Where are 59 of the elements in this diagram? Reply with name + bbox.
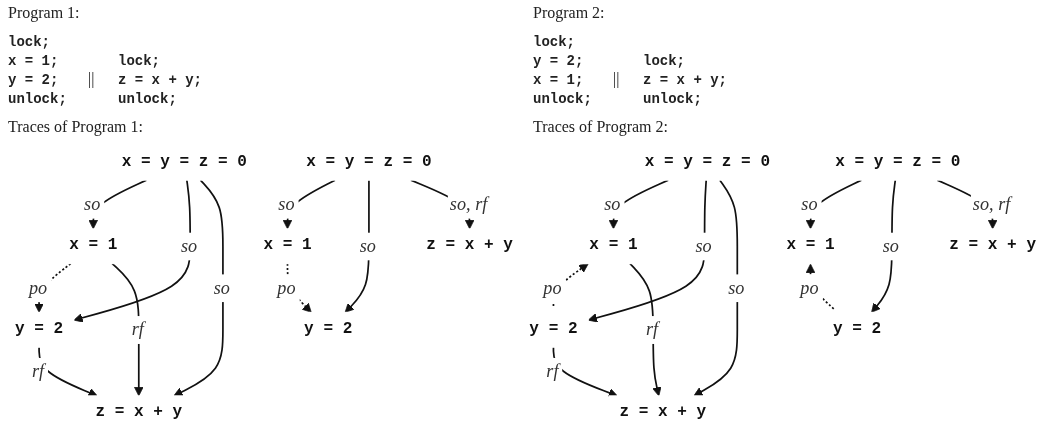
- node-text: z = x + y: [426, 236, 513, 255]
- edge-label: po: [28, 277, 48, 298]
- code-line: lock;: [643, 53, 685, 69]
- arrow: [552, 263, 589, 309]
- program-heading: Program 1:: [8, 4, 80, 22]
- code-line: x = 1;: [533, 72, 584, 88]
- program-heading: Program 2:: [533, 4, 605, 22]
- node-text: x = y = z = 0: [835, 152, 961, 172]
- edge-label: so: [84, 194, 101, 215]
- edge-label: rf: [31, 361, 45, 382]
- code-line: lock;: [533, 34, 575, 50]
- edge-label: so: [359, 235, 376, 257]
- node-text: z = x + y: [619, 403, 707, 422]
- code-line: lock;: [118, 53, 160, 69]
- node-text: y = 2: [304, 319, 353, 339]
- section-heading: Traces of Program 1:: [8, 118, 143, 136]
- code-line: unlock;: [643, 91, 702, 107]
- edge-label: so, rf: [449, 194, 488, 215]
- parallel-operator: ||: [613, 70, 620, 88]
- edge-label: so: [213, 277, 230, 298]
- edge-label: so, rf: [972, 194, 1011, 215]
- node-text: y = 2: [529, 319, 578, 339]
- edge-label: rf: [131, 319, 144, 340]
- node-text: z = x + y: [95, 403, 183, 422]
- edge-label: rf: [546, 361, 559, 382]
- node-text: z = x + y: [949, 236, 1037, 255]
- code-line: y = 2;: [8, 72, 59, 88]
- node-text: y = 2: [14, 319, 64, 339]
- arrow: [173, 179, 224, 397]
- edge-label: so: [728, 277, 745, 298]
- edge-label: po: [277, 277, 296, 298]
- code-line: x = 1;: [8, 53, 59, 69]
- code-line: unlock;: [8, 91, 67, 107]
- code-line: unlock;: [533, 91, 592, 107]
- node-text: x = y = z = 0: [121, 152, 248, 172]
- edge-label: rf: [646, 319, 659, 340]
- arrow: [693, 179, 739, 397]
- edge-label: so: [604, 194, 621, 215]
- edge-label: po: [800, 277, 819, 298]
- section-heading: Traces of Program 2:: [533, 118, 668, 136]
- node-text: x = 1: [263, 236, 312, 255]
- edge-label: so: [882, 235, 899, 257]
- code-line: lock;: [8, 34, 50, 50]
- node-text: x = y = z = 0: [306, 152, 432, 172]
- code-line: unlock;: [118, 91, 177, 107]
- code-line: z = x + y;: [118, 72, 202, 88]
- edge-label: so: [801, 194, 818, 215]
- node-text: x = 1: [786, 236, 835, 255]
- parallel-operator: ||: [88, 70, 95, 88]
- node-text: x = y = z = 0: [644, 152, 771, 172]
- node-text: x = 1: [589, 236, 638, 255]
- edge-label: so: [695, 235, 712, 257]
- edge-label: so: [181, 235, 198, 257]
- code-line: y = 2;: [533, 53, 584, 69]
- edge-label: so: [278, 194, 295, 215]
- node-text: y = 2: [832, 319, 882, 339]
- code-line: z = x + y;: [643, 72, 727, 88]
- edge-label: po: [543, 277, 562, 298]
- node-text: x = 1: [69, 236, 118, 255]
